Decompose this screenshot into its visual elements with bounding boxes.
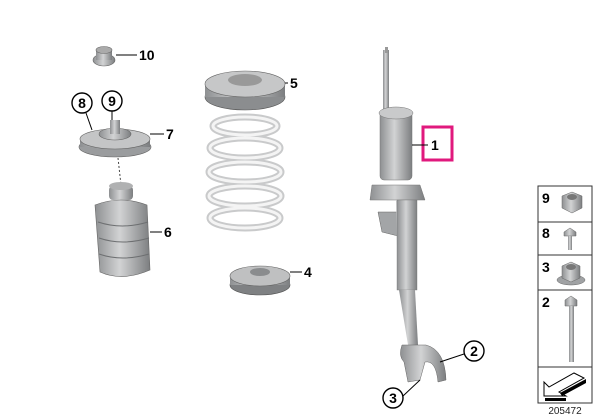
highlight-box bbox=[421, 125, 454, 162]
callout-8: 8 bbox=[78, 95, 86, 111]
callout-4: 4 bbox=[304, 264, 312, 280]
panel-label-3: 3 bbox=[542, 259, 550, 275]
dust-boot-part bbox=[94, 182, 151, 277]
callout-8-circle bbox=[71, 92, 93, 114]
panel-label-2: 2 bbox=[542, 294, 550, 310]
short-bolt-icon bbox=[563, 227, 577, 250]
callout-6: 6 bbox=[164, 224, 172, 240]
long-bolt-icon bbox=[564, 295, 578, 362]
shock-absorber-part bbox=[369, 47, 447, 383]
callout-5: 5 bbox=[290, 75, 298, 91]
panel-label-9: 9 bbox=[542, 190, 550, 206]
strut-mount-part bbox=[78, 120, 152, 158]
hardware-panel bbox=[537, 185, 593, 404]
callout-2-circle bbox=[463, 340, 485, 362]
collar-nut-icon bbox=[556, 261, 586, 286]
callout-2: 2 bbox=[470, 343, 478, 359]
callout-9: 9 bbox=[108, 93, 116, 109]
callout-7: 7 bbox=[166, 126, 174, 142]
lower-spring-pad-part bbox=[229, 265, 291, 296]
callout-3-circle bbox=[382, 387, 404, 409]
upper-spring-pad-part bbox=[204, 70, 286, 111]
callout-1: 1 bbox=[431, 137, 439, 153]
nut-icon bbox=[561, 191, 583, 214]
orientation-arrow-icon bbox=[543, 372, 586, 401]
panel-label-8: 8 bbox=[542, 225, 550, 241]
callout-3: 3 bbox=[389, 390, 397, 406]
diagram-number: 205472 bbox=[548, 406, 582, 417]
callout-10: 10 bbox=[139, 47, 155, 63]
cap-part bbox=[92, 46, 116, 67]
